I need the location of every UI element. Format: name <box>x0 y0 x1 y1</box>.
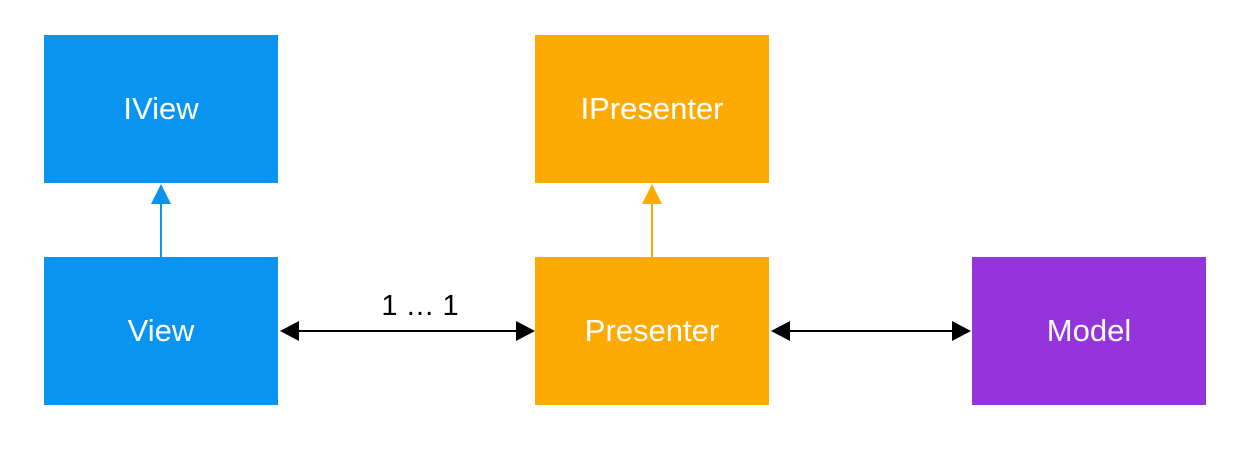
presenter-box: Presenter <box>535 257 769 405</box>
view-presenter-multiplicity-label: 1 … 1 <box>381 290 459 322</box>
model-box: Model <box>972 257 1206 405</box>
presenter-model-arrowhead-right <box>952 321 971 341</box>
ipresenter-label: IPresenter <box>580 91 724 126</box>
view-to-iview-arrowhead <box>151 184 171 204</box>
presenter-label: Presenter <box>584 313 720 348</box>
view-presenter-arrowhead-right <box>516 321 535 341</box>
view-presenter-arrowhead-left <box>280 321 299 341</box>
view-label: View <box>127 313 195 348</box>
presenter-to-ipresenter-arrowhead <box>642 184 662 204</box>
view-box: View <box>44 257 278 405</box>
model-label: Model <box>1046 313 1132 348</box>
iview-label: IView <box>123 91 199 126</box>
presenter-model-arrowhead-left <box>771 321 790 341</box>
iview-box: IView <box>44 35 278 183</box>
ipresenter-box: IPresenter <box>535 35 769 183</box>
